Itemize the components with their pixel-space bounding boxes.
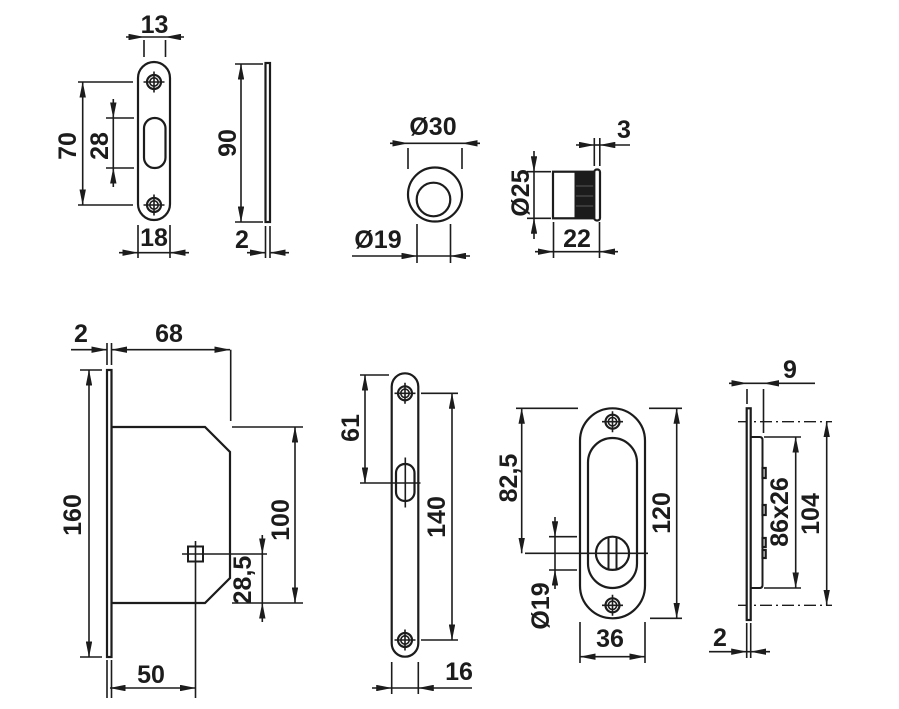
dim-label-inner-diameter: Ø19 — [354, 226, 401, 254]
flush-pull-edge — [745, 407, 752, 622]
finger-cup-side-view: 3 Ø25 22 — [507, 116, 631, 258]
faceplate-front-view: 61 140 16 — [337, 372, 473, 694]
lock-case-outline — [110, 425, 232, 605]
dim-label-cup-depth: 9 — [783, 356, 797, 384]
dim-label-outer-diameter: Ø30 — [409, 113, 456, 141]
lock-case-view: 2 68 160 100 28,5 50 — [59, 320, 303, 698]
dim-label-width: 36 — [596, 625, 624, 653]
dim-label-hole-spacing: 70 — [54, 132, 82, 160]
dim-label-height: 90 — [214, 129, 242, 157]
recess-cup — [750, 436, 764, 589]
dim-label-width: 16 — [445, 658, 473, 686]
strike-plate-side-view: 90 2 — [214, 61, 289, 258]
dim-label-turn-diameter: Ø19 — [527, 582, 555, 629]
dim-label-slot-width: 13 — [141, 11, 169, 39]
dim-label-faceplate-thickness: 2 — [74, 320, 88, 348]
dim-label-spindle-height: 28,5 — [229, 556, 257, 605]
cup-inner-circle — [415, 181, 452, 218]
dim-label-plate-width: 18 — [140, 224, 168, 252]
dim-label-depth: 22 — [563, 225, 591, 253]
dim-label-recess-size: 86x26 — [766, 477, 794, 547]
dim-label-case-depth: 68 — [155, 320, 183, 348]
strike-plate-edge — [264, 61, 272, 224]
dim-label-hole-spacing: 140 — [423, 496, 451, 538]
spring-clip — [761, 536, 767, 549]
dim-label-backset: 50 — [137, 661, 165, 689]
knurled-band — [574, 171, 595, 219]
dim-label-slot-height: 28 — [86, 132, 114, 160]
dim-label-hole-spacing: 104 — [797, 493, 825, 535]
finger-cup-front-view: Ø30 Ø19 — [352, 113, 480, 263]
cup-collar — [593, 168, 602, 222]
dim-label-plate-thickness: 2 — [713, 624, 727, 652]
spring-clip — [761, 466, 767, 480]
lock-faceplate-edge — [105, 368, 113, 659]
spring-clip — [761, 503, 767, 517]
dim-label-case-height: 100 — [267, 499, 295, 541]
faceplate-outline — [390, 372, 420, 658]
latch-slot — [142, 116, 167, 170]
dim-label-faceplate-height: 160 — [59, 494, 87, 536]
dim-label-collar-thickness: 3 — [617, 116, 631, 144]
spring-clip — [761, 548, 767, 560]
flush-pull-side-view: 9 86x26 104 2 — [709, 356, 832, 658]
dim-label-slot-offset: 61 — [337, 414, 365, 442]
dim-label-height: 120 — [648, 492, 676, 534]
dim-label-turn-offset: 82,5 — [495, 454, 523, 503]
dim-label-diameter: Ø25 — [507, 169, 535, 216]
dim-label-thickness: 2 — [235, 226, 249, 254]
strike-plate-front-view: 13 70 28 18 — [54, 11, 189, 258]
flush-pull-front-view: 82,5 120 Ø19 36 — [495, 407, 682, 663]
